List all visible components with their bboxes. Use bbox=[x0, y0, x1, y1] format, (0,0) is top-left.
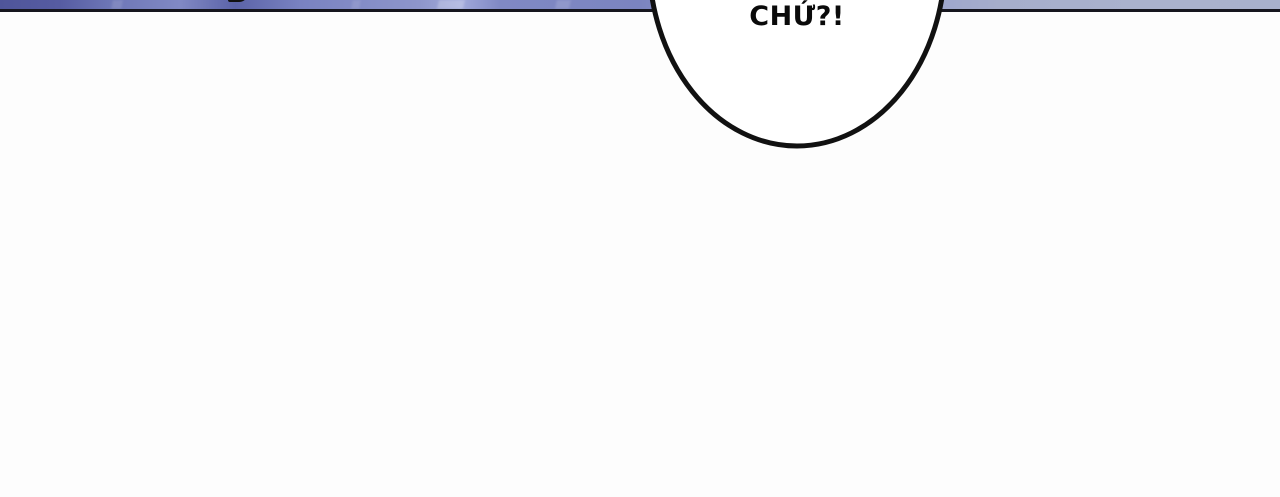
speech-balloon-text: CHỨ?! bbox=[749, 1, 845, 32]
speech-balloon bbox=[640, 0, 954, 156]
panel-border-rule bbox=[0, 9, 1280, 12]
cloud-streak-icon bbox=[351, 0, 361, 9]
speech-balloon-shape bbox=[649, 0, 945, 149]
sky-gradient bbox=[0, 0, 1280, 9]
previous-panel-sky-strip bbox=[0, 0, 1280, 9]
cloud-streak-icon bbox=[111, 0, 123, 9]
balloon-tail-tip bbox=[228, 0, 254, 10]
cloud-streak-icon bbox=[436, 0, 466, 9]
cloud-streak-icon bbox=[555, 0, 571, 9]
balloon-tail-tip-icon bbox=[228, 0, 245, 2]
